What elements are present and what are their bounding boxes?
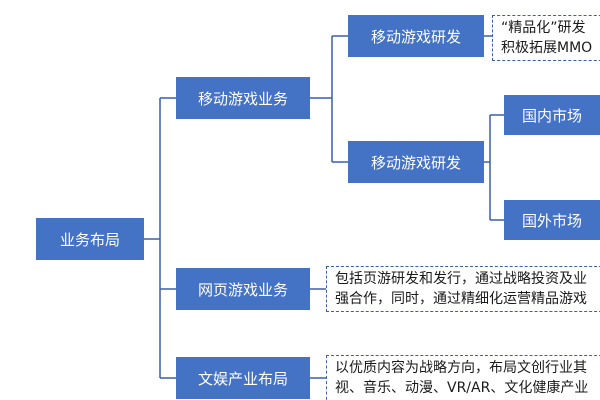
web-game-business-node: 网页游戏业务 (176, 268, 310, 310)
overseas-market-node: 国外市场 (504, 200, 600, 240)
culture-note: 以优质内容为战略方向，布局文创行业其 视、音乐、动漫、VR/AR、文化健康产业 (326, 355, 600, 400)
mobile-dev-note: “精品化”研发 积极拓展MMO (492, 15, 600, 61)
web-game-note-line1: 包括页游研发和发行，通过战略投资及业 (335, 271, 587, 287)
root-node: 业务布局 (36, 218, 144, 260)
mobile-dev-note-line1: “精品化”研发 (501, 20, 586, 36)
culture-industry-node: 文娱产业布局 (176, 357, 310, 399)
culture-note-line2: 视、音乐、动漫、VR/AR、文化健康产业 (335, 380, 589, 396)
mobile-game-business-node: 移动游戏业务 (176, 77, 310, 119)
mobile-game-dev-bottom-node: 移动游戏研发 (348, 141, 484, 183)
mobile-dev-note-line2: 积极拓展MMO (501, 40, 593, 56)
web-game-note-line2: 强合作，同时，通过精细化运营精品游戏 (335, 291, 587, 307)
culture-note-line1: 以优质内容为战略方向，布局文创行业其 (335, 360, 587, 376)
mobile-game-dev-top-node: 移动游戏研发 (348, 15, 484, 57)
web-game-note: 包括页游研发和发行，通过战略投资及业 强合作，同时，通过精细化运营精品游戏 (326, 266, 600, 312)
domestic-market-node: 国内市场 (504, 95, 600, 135)
